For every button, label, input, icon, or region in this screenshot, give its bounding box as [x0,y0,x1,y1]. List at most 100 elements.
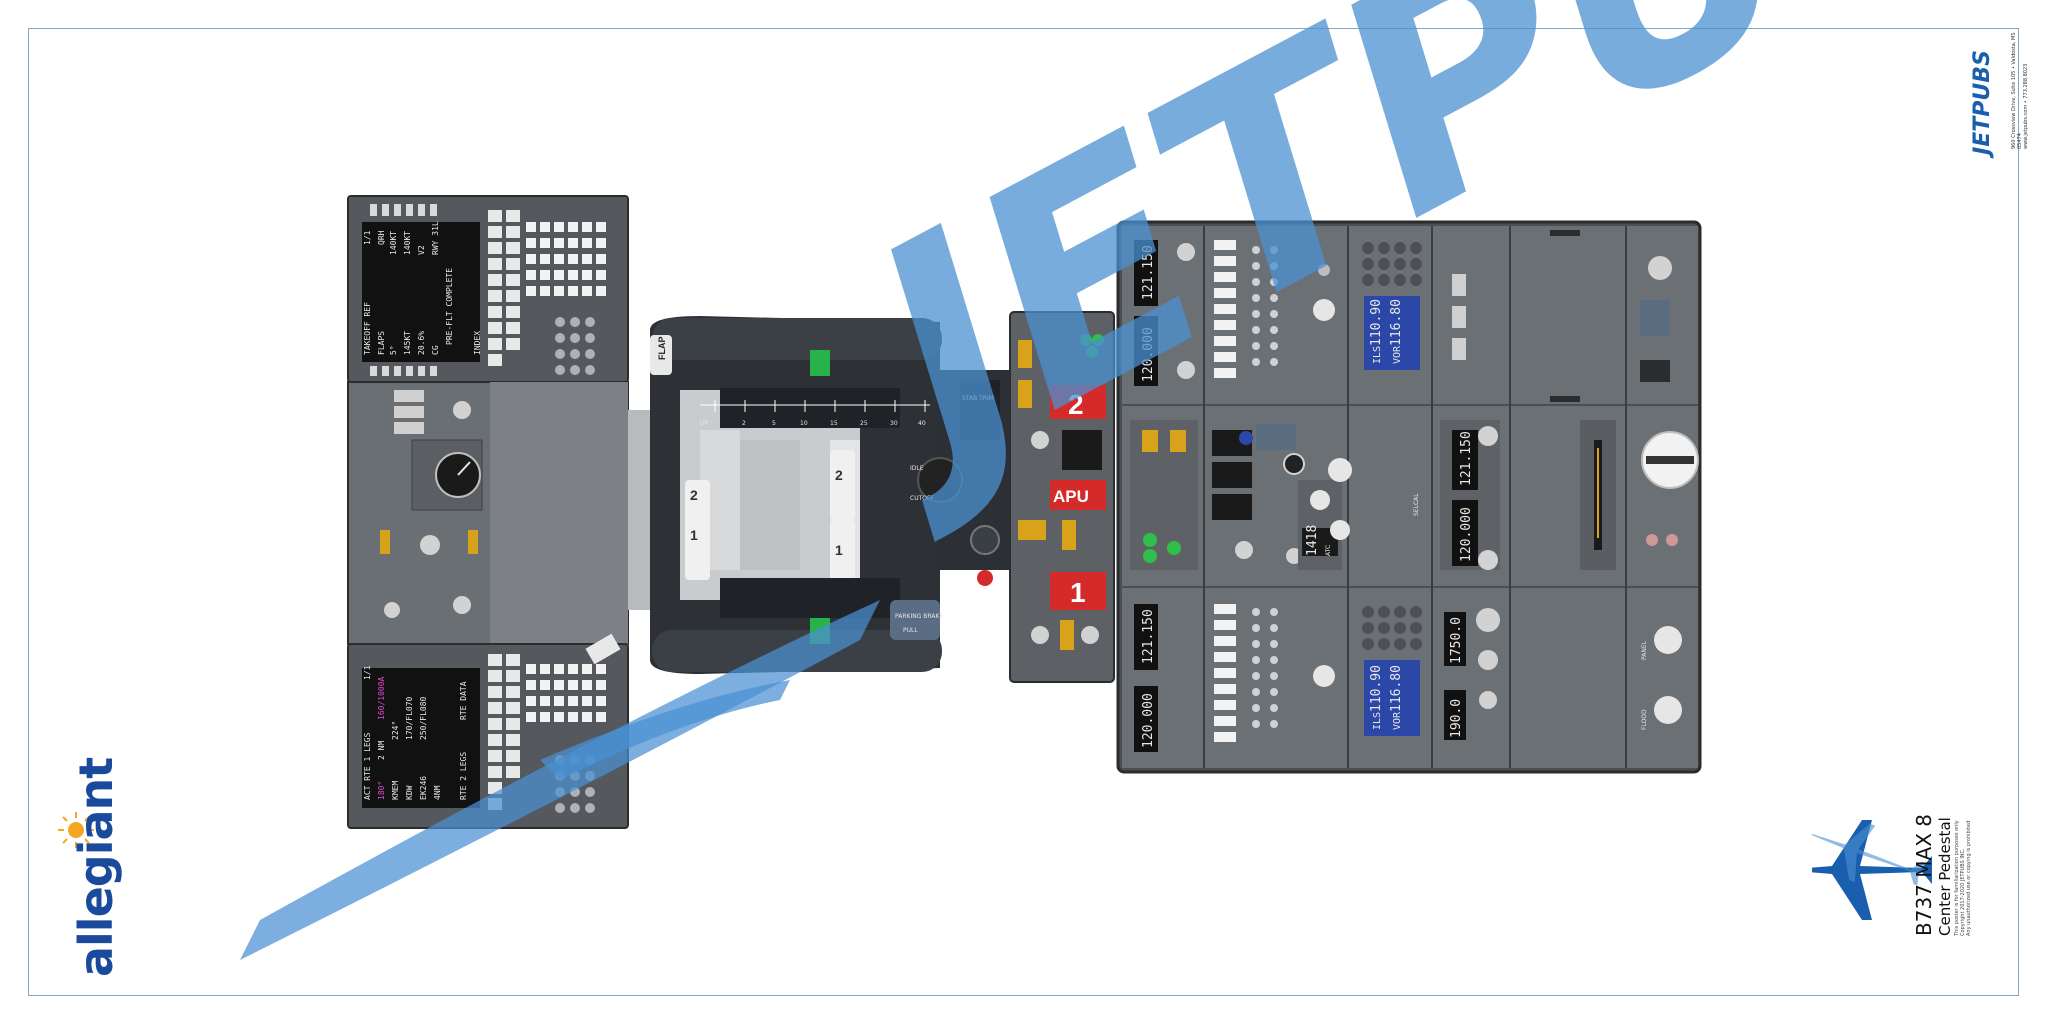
svg-text:120.000: 120.000 [1459,507,1474,562]
fms-upper-footer: PRE-FLT COMPLETE [445,268,454,345]
fms-upper-title: TAKEOFF REF [363,302,372,355]
fms-cdu-upper: TAKEOFF REF 1/1 FLAPS QRH 5° 140KT 145KT… [347,195,629,383]
fms-upper-lsk [370,204,437,376]
svg-text:30: 30 [890,420,898,427]
svg-text:PULL: PULL [903,627,918,634]
svg-text:116.80: 116.80 [1389,665,1404,712]
eng2-fire-handle [1050,385,1106,419]
fms-upper-keypad [488,210,520,366]
svg-text:2: 2 [690,487,698,503]
svg-text:10: 10 [800,420,808,427]
svg-text:KDW: KDW [405,785,414,800]
eng1-fire-handle [1050,572,1106,610]
fms-lower-screen [362,668,480,808]
selector-knob [453,596,471,614]
flap-scale [700,400,930,412]
svg-text:APU: APU [1053,487,1089,506]
svg-text:121.150: 121.150 [1459,431,1474,486]
svg-text:116.80: 116.80 [1389,299,1404,346]
svg-text:ILS: ILS [1372,712,1383,730]
svg-text:PARKING BRAKE: PARKING BRAKE [895,613,943,620]
svg-text:2: 2 [835,467,843,483]
svg-text:15: 15 [830,420,838,427]
aft-electronics-panel: 121.150 120.000 ILS 110.90 VOR 116.80 [1116,220,1702,774]
svg-text:ILS: ILS [1372,346,1383,364]
svg-text:CUTOFF: CUTOFF [910,495,934,502]
svg-text:160/1000A: 160/1000A [377,676,386,720]
jetpubs-address: 960 Crossview Drive, Suite 105 • Valdost… [2011,32,2029,150]
trim-cutout-switch-left [380,530,390,554]
svg-text:140KT: 140KT [389,231,398,255]
idle-cutoff-knob [917,457,963,503]
svg-text:5°: 5° [389,345,398,355]
aileron-trim-knob [453,401,471,419]
poster-border [28,28,2019,996]
fire-panel: 2 APU 1 [1009,311,1115,683]
svg-text:V2: V2 [417,245,426,255]
svg-text:140KT: 140KT [403,231,412,255]
svg-text:1418: 1418 [1305,525,1320,556]
svg-text:FLAPS: FLAPS [377,331,386,355]
flap-lever [650,335,672,375]
svg-text:190.0: 190.0 [1449,699,1464,738]
title-block: B737 MAX 8 Center Pedestal This poster i… [1912,814,1972,936]
jetpubs-logo: JETPUBS [1969,50,1995,155]
stab-trim-green-upper [810,350,830,376]
trim-cutout-switch-right [468,530,478,554]
svg-text:1: 1 [835,542,843,558]
svg-text:121.150: 121.150 [1141,609,1156,664]
svg-text:IDLE: IDLE [910,465,924,472]
svg-text:25: 25 [860,420,868,427]
svg-text:RTE DATA: RTE DATA [459,681,468,720]
apu-fire-handle [1050,480,1106,510]
allegiant-wordmark: allegiant [69,757,123,977]
svg-text:170/FL070: 170/FL070 [405,696,414,740]
svg-text:4NM: 4NM [433,785,442,800]
aircraft-silhouette-icon [1812,820,1932,920]
flood-light-knob [1654,696,1682,724]
svg-text:2 NM: 2 NM [377,741,386,760]
parking-brake-handle [890,600,940,640]
svg-text:RWY 31L: RWY 31L [431,221,440,255]
svg-text:ATC: ATC [1325,545,1332,556]
svg-text:FLAP: FLAP [657,337,667,361]
svg-text:STAB TRIM: STAB TRIM [962,395,994,402]
sun-icon [58,812,94,848]
svg-text:1: 1 [1070,577,1086,608]
allegiant-logo: allegiant [56,757,136,980]
svg-text:180°: 180° [377,781,386,800]
trim-wheel-upper [652,318,942,360]
svg-text:20.6%: 20.6% [417,331,426,355]
svg-text:RTE 2 LEGS: RTE 2 LEGS [459,752,468,800]
nav-lower-display [1364,660,1420,736]
svg-text:40: 40 [918,420,926,427]
radio-upper-active-freq: 120.000 [1141,327,1156,382]
svg-text:VOR: VOR [1392,711,1403,730]
svg-text:250/FL080: 250/FL080 [419,696,428,740]
svg-text:SELCAL: SELCAL [1413,493,1420,516]
fms-upper-num-keys [555,317,595,375]
svg-text:1750.0: 1750.0 [1449,617,1464,664]
svg-text:FLOOD: FLOOD [1641,709,1648,730]
svg-text:UP: UP [700,420,708,427]
radio-upper-standby-freq: 121.150 [1141,245,1156,300]
nav-upper-display [1364,296,1420,370]
speedbrake-handle [585,633,621,665]
svg-text:KMEM: KMEM [391,781,400,800]
rudder-trim-knob [420,535,440,555]
svg-text:2: 2 [742,420,746,427]
svg-text:110.90: 110.90 [1369,299,1384,346]
svg-text:5: 5 [772,420,776,427]
svg-text:1/1: 1/1 [363,665,372,680]
svg-text:1: 1 [690,527,698,543]
svg-text:2: 2 [1068,389,1084,420]
svg-text:VOR: VOR [1392,345,1403,364]
svg-text:QRH: QRH [377,230,386,245]
svg-text:110.90: 110.90 [1369,665,1384,712]
svg-text:CG: CG [431,345,440,355]
svg-text:145KT: 145KT [403,331,412,355]
panel-title: Center Pedestal [1936,817,1954,936]
trim-panel [347,381,629,645]
thrust-lever-1 [685,510,710,580]
